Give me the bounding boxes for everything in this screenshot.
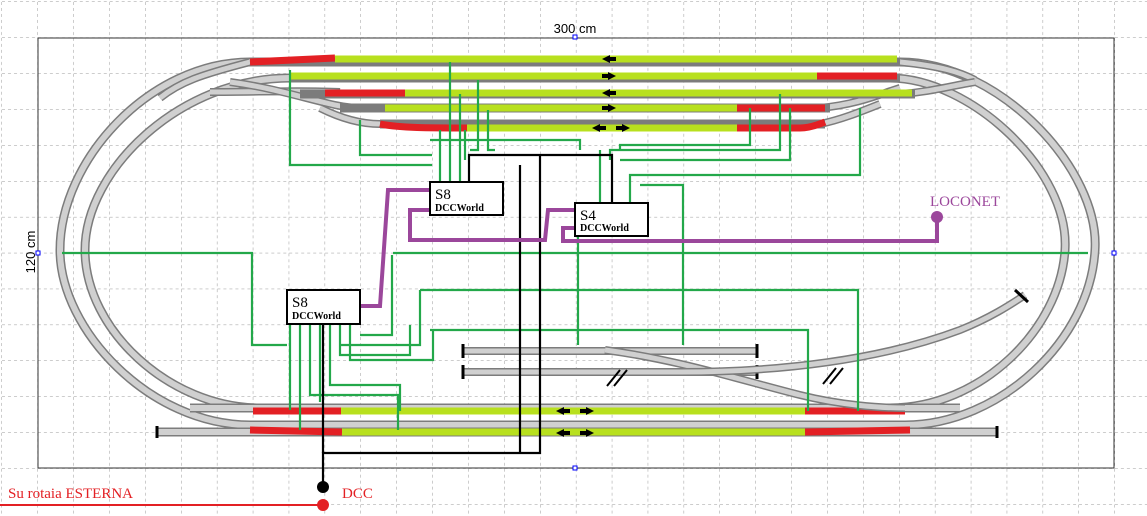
outer-rail-connector-icon[interactable]: [317, 499, 329, 511]
module-model: S4: [580, 208, 596, 224]
module-brand: DCCWorld: [435, 203, 484, 214]
upper-occupancy-sections[interactable]: [249, 54, 912, 132]
handle-top[interactable]: [572, 34, 578, 40]
outer-rail-label: Su rotaia ESTERNA: [8, 486, 133, 502]
lower-occupancy-sections[interactable]: [249, 407, 911, 436]
loconet-label: LOCONET: [930, 194, 1000, 210]
module-brand: DCCWorld: [580, 223, 629, 234]
arrow-left-icon: [602, 89, 616, 97]
module-model: S8: [292, 295, 308, 311]
arrow-right-icon: [580, 407, 594, 415]
arrow-right-icon: [602, 104, 616, 112]
width-dimension-label: 300 cm: [554, 21, 597, 36]
module-s8a[interactable]: S8 DCCWorld: [429, 181, 504, 216]
loconet-bus: [360, 188, 939, 308]
handle-left[interactable]: [35, 250, 41, 256]
arrow-left-icon: [556, 429, 570, 437]
module-model: S8: [435, 187, 451, 203]
direction-arrows: [556, 55, 630, 437]
center-sidings[interactable]: [461, 288, 1030, 412]
handle-right[interactable]: [1111, 250, 1117, 256]
module-s4[interactable]: S4 DCCWorld: [574, 202, 649, 237]
handle-bottom[interactable]: [572, 465, 578, 471]
arrow-left-icon: [602, 55, 616, 63]
arrow-left-icon: [592, 124, 606, 132]
dcc-label: DCC: [342, 486, 373, 502]
module-brand: DCCWorld: [292, 311, 341, 322]
dcc-connector-icon[interactable]: [317, 481, 329, 493]
height-dimension-label: 120 cm: [23, 231, 38, 274]
arrow-right-icon: [580, 429, 594, 437]
arrow-right-icon: [616, 124, 630, 132]
arrow-right-icon: [602, 72, 616, 80]
arrow-left-icon: [556, 407, 570, 415]
module-s8b[interactable]: S8 DCCWorld: [286, 289, 361, 325]
power-wires: [321, 153, 614, 488]
loconet-connector-icon[interactable]: [931, 211, 943, 223]
track-layer: [55, 54, 1100, 438]
outer-loop-track[interactable]: [55, 57, 1100, 430]
detection-wires: [62, 62, 1088, 430]
